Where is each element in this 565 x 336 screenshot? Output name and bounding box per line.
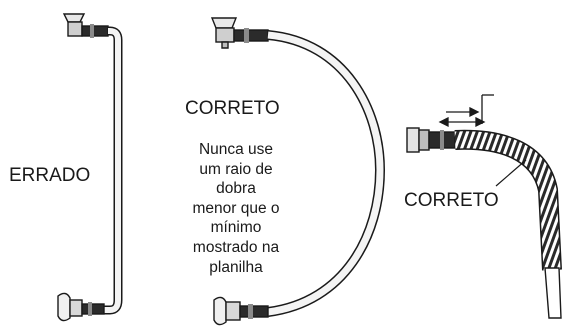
leader-line <box>495 159 527 187</box>
note-line: menor que o <box>192 199 280 217</box>
bottom-fitting-center <box>213 296 269 326</box>
coil-hose-assembly <box>406 94 562 319</box>
note-line: dobra <box>216 180 256 198</box>
note-line: mostrado na <box>192 238 280 256</box>
correct-hose-assembly <box>210 17 386 326</box>
coil-hose-end <box>544 267 562 319</box>
dimension-arrow <box>438 94 494 128</box>
bend-radius-note: Nunca use um raio de dobra menor que o m… <box>182 140 290 277</box>
coil-fitting <box>406 127 456 153</box>
note-line: mínimo <box>210 219 262 237</box>
note-line: Nunca use <box>198 141 274 158</box>
wrong-hose-assembly <box>57 13 123 322</box>
label-wrong: ERRADO <box>9 165 91 186</box>
note-line: um raio de <box>199 160 273 178</box>
top-fitting-center <box>210 17 269 49</box>
label-correct-right: CORRETO <box>404 190 499 211</box>
label-correct-center: CORRETO <box>185 98 280 119</box>
top-fitting-left <box>62 13 109 38</box>
note-line: planilha <box>209 258 263 276</box>
bottom-fitting-left <box>57 292 105 322</box>
